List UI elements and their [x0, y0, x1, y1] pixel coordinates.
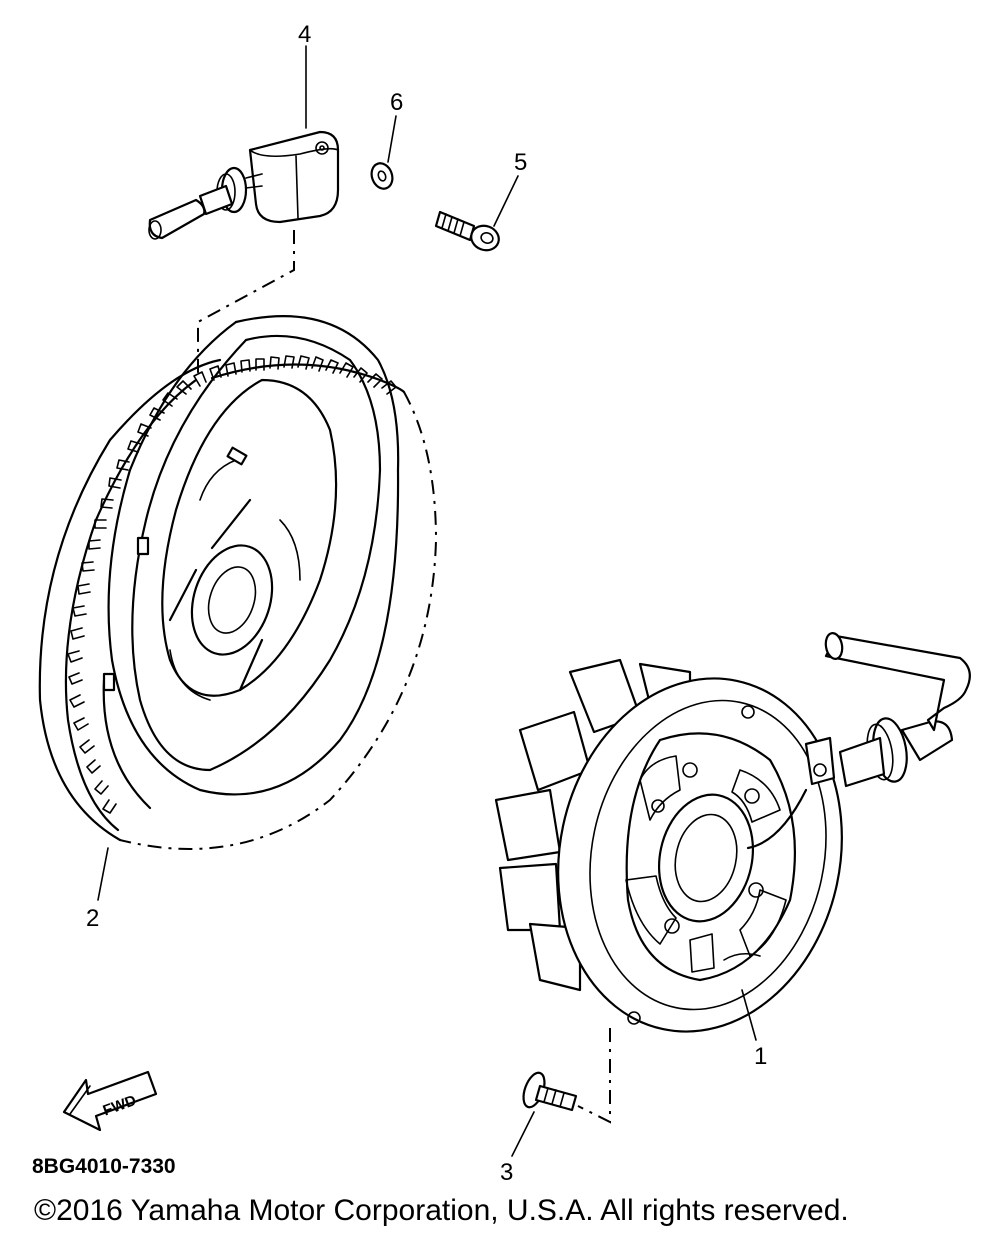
callout-leaders	[97, 45, 757, 1157]
callout-3: 3	[500, 1159, 513, 1186]
callout-1: 1	[754, 1043, 767, 1070]
part-1-stator-assembly	[494, 632, 971, 1033]
fwd-arrow: FWD	[62, 1070, 158, 1132]
callout-4: 4	[298, 21, 311, 48]
part-2-flywheel-rotor	[38, 315, 438, 850]
callout-2: 2	[86, 905, 99, 932]
diagram-code: 8BG4010-7330	[32, 1155, 176, 1178]
alignment-lines	[197, 230, 611, 1124]
part-3-screw	[522, 1071, 578, 1112]
part-6-washer	[370, 162, 394, 190]
part-5-bolt	[434, 210, 500, 252]
callout-5: 5	[514, 149, 527, 176]
part-4-pulser-coil	[148, 130, 340, 240]
copyright-notice: ©2016 Yamaha Motor Corporation, U.S.A. A…	[34, 1194, 849, 1227]
callout-6: 6	[390, 89, 403, 116]
